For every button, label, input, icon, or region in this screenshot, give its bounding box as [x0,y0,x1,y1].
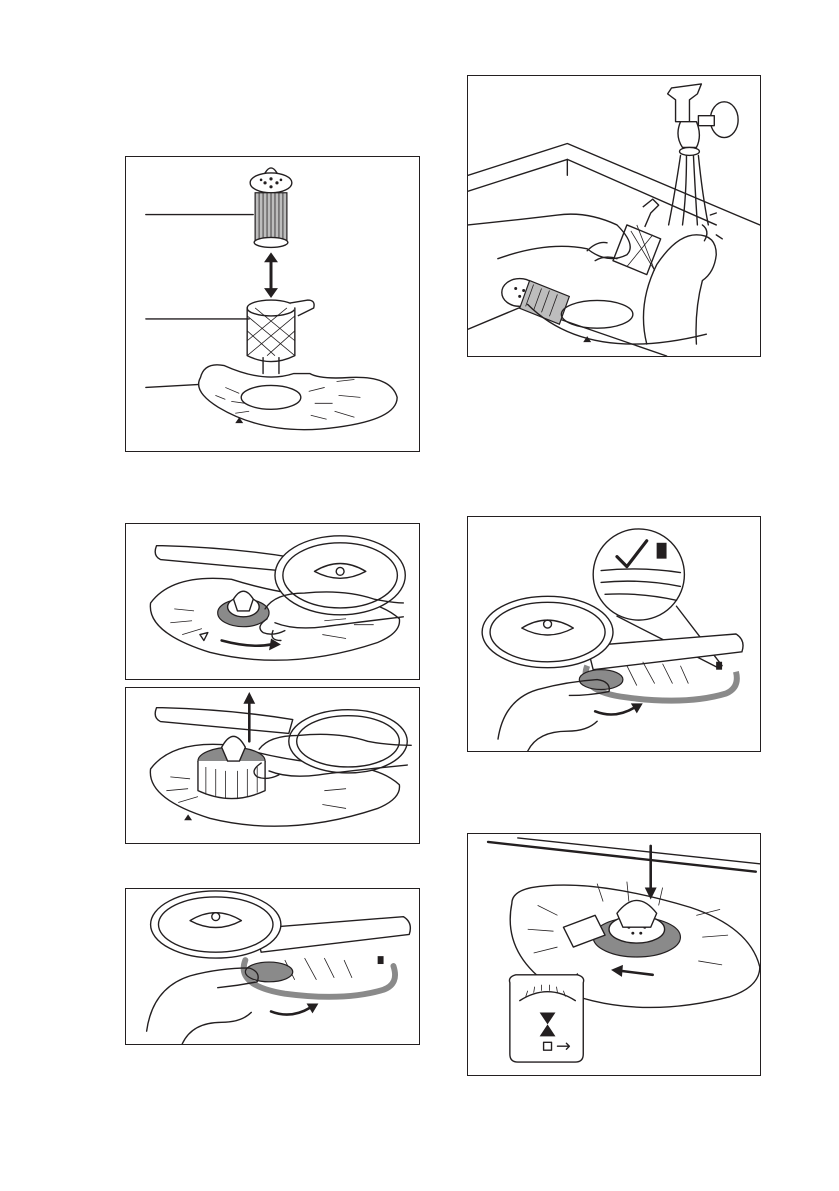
lift-filter-out-drawing [126,688,419,843]
figure-check-arm-position [467,516,761,752]
rotation-arrow-icon [595,703,643,714]
spray-arm [155,546,293,572]
round-lid [289,710,407,773]
figure-remove-flat-filter [125,888,420,1045]
figure-lift-filter-out [125,687,420,844]
insert-and-lock-filter-drawing [468,834,760,1075]
double-arrow-icon [264,252,278,298]
fine-filter-part [250,168,292,247]
check-arm-position-drawing [468,517,760,751]
round-lid [482,596,613,667]
water-stream [669,155,723,240]
coarse-filter-in-hand [613,199,661,274]
figure-insert-and-lock-filter [467,833,761,1076]
remove-flat-filter-drawing [126,889,419,1044]
tub-edge [488,838,760,872]
rinse-filters-drawing [468,76,760,356]
flat-filter-plate [244,958,395,997]
filter-assembly-drawing [126,157,419,451]
hands-drawing [468,214,716,344]
lock-indicator-inset [509,975,583,1062]
round-lid [275,536,405,615]
down-arrow-icon [645,846,657,900]
round-lid [151,891,281,958]
hand-drawing [147,968,259,1044]
tap-icon [668,84,738,155]
figure-turn-filter-unlock [125,523,420,680]
figure-rinse-filters [467,75,761,357]
coarse-filter-part [247,300,314,373]
spray-arm [155,708,293,734]
rotation-arrow-icon [271,1004,318,1015]
fine-filter-lying [502,279,570,325]
figure-filter-assembly [125,156,420,452]
turn-filter-unlock-drawing [126,524,419,679]
flat-filter-part [199,365,398,430]
